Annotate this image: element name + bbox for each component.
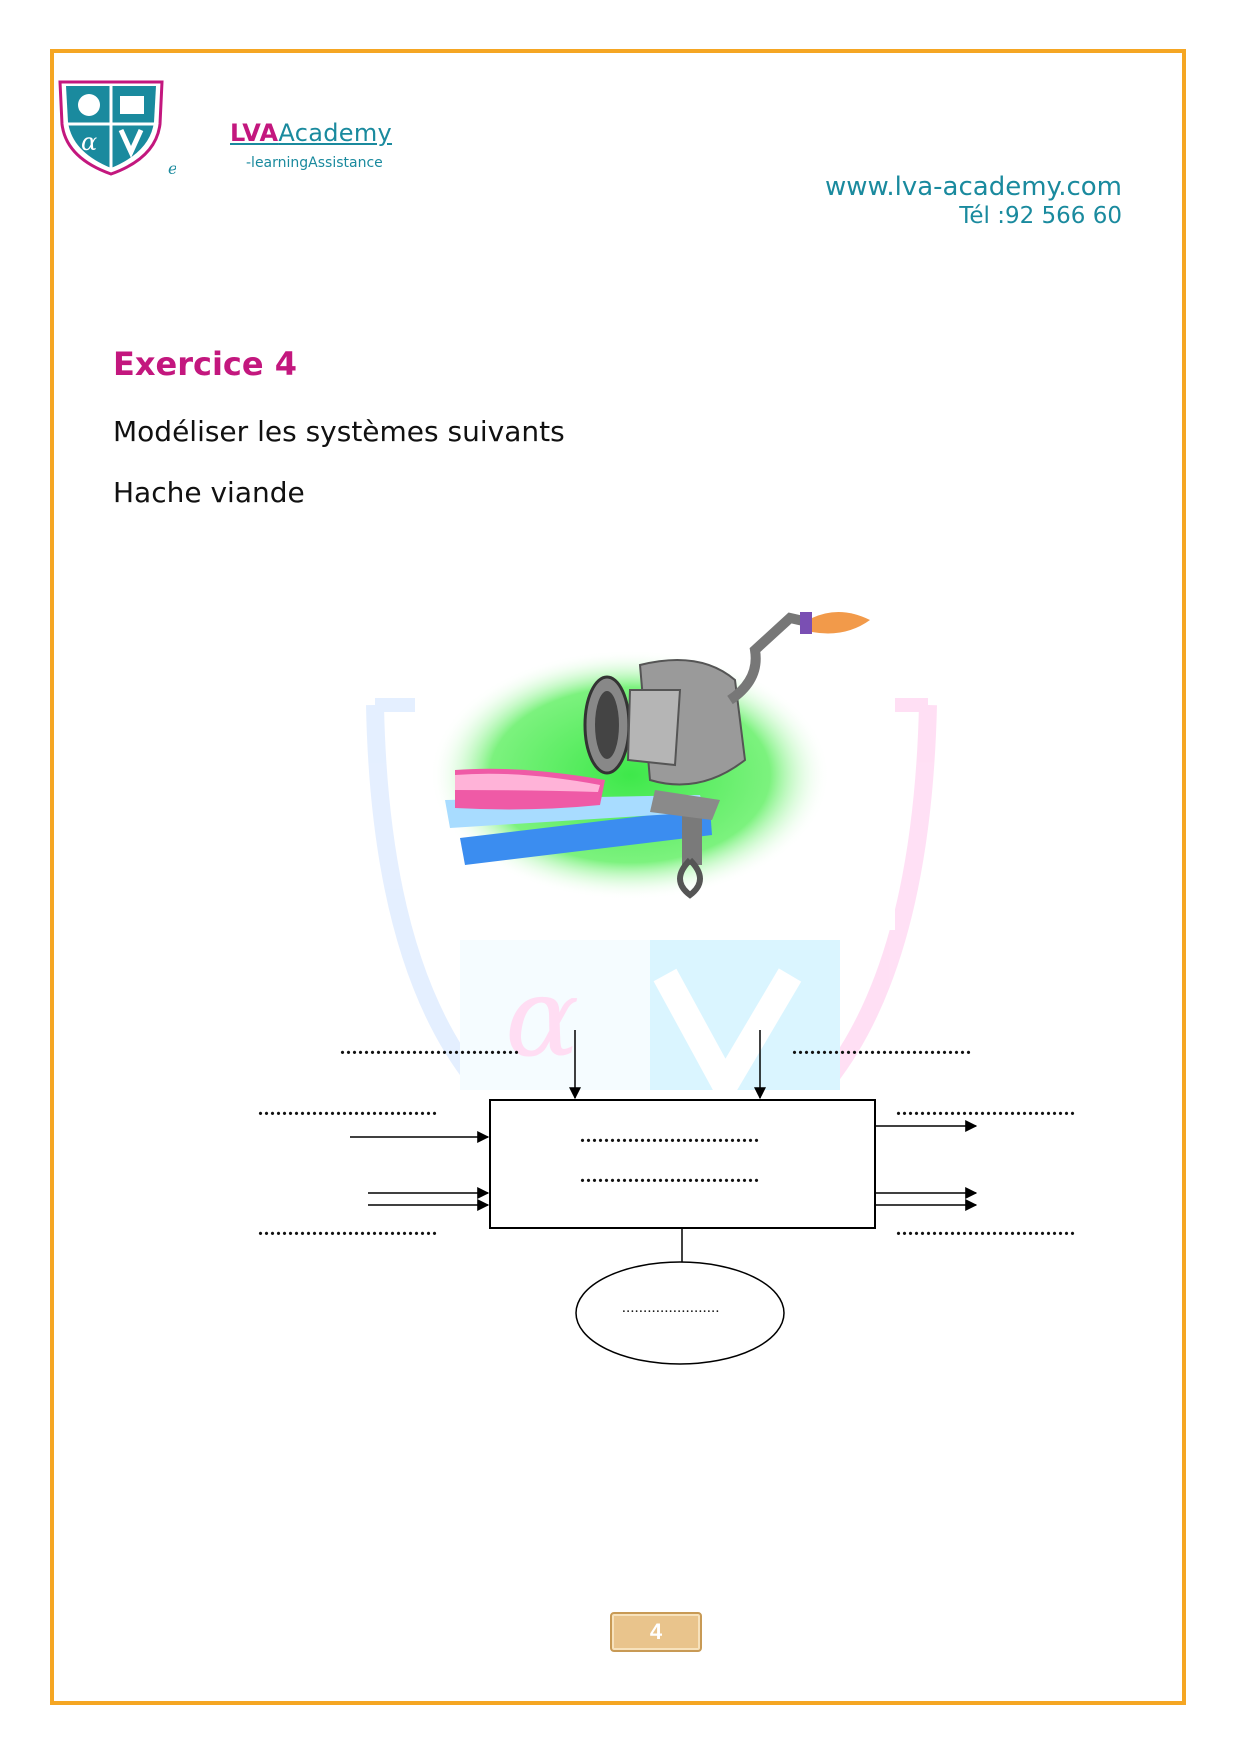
blank-left-bottom[interactable]: .............................. xyxy=(258,1218,438,1240)
blank-top-right[interactable]: .............................. xyxy=(792,1037,972,1059)
functional-diagram xyxy=(350,1030,978,1365)
svg-text:α: α xyxy=(81,128,97,156)
page-border xyxy=(50,49,1186,1705)
blank-right-top[interactable]: .............................. xyxy=(896,1098,1076,1120)
support-ellipse xyxy=(575,1261,785,1365)
logo-mark: e xyxy=(168,159,176,178)
function-box xyxy=(489,1099,876,1229)
blank-ellipse[interactable]: ....................... xyxy=(622,1300,720,1316)
website-link[interactable]: www.lva-academy.com xyxy=(824,172,1122,202)
brand-lva: LVA xyxy=(230,119,279,147)
contact-block: www.lva-academy.com Tél :92 566 60 xyxy=(825,172,1122,230)
brand-subtitle: -learningAssistance xyxy=(246,155,383,171)
brand-academy: Academy xyxy=(278,119,393,147)
page-number: 4 xyxy=(610,1612,702,1652)
watermark-shield-icon: α xyxy=(366,698,937,1112)
brand-logotype: LVAAcademy -learningAssistance xyxy=(230,119,393,171)
meat-grinder-illustration xyxy=(415,611,895,930)
blank-left-top[interactable]: .............................. xyxy=(258,1098,438,1120)
exercise-instruction: Modéliser les systèmes suivants xyxy=(113,415,565,448)
blank-box-line2[interactable]: .............................. xyxy=(580,1165,760,1187)
blank-box-line1[interactable]: .............................. xyxy=(580,1125,760,1147)
svg-text:α: α xyxy=(505,953,579,1081)
blank-top-left[interactable]: .............................. xyxy=(340,1037,520,1059)
phone-number: Tél :92 566 60 xyxy=(959,203,1122,229)
exercise-subject: Hache viande xyxy=(113,476,305,509)
lva-shield-logo-icon: α e xyxy=(58,80,176,178)
exercise-title: Exercice 4 xyxy=(113,345,297,383)
blank-right-bottom[interactable]: .............................. xyxy=(896,1218,1076,1240)
